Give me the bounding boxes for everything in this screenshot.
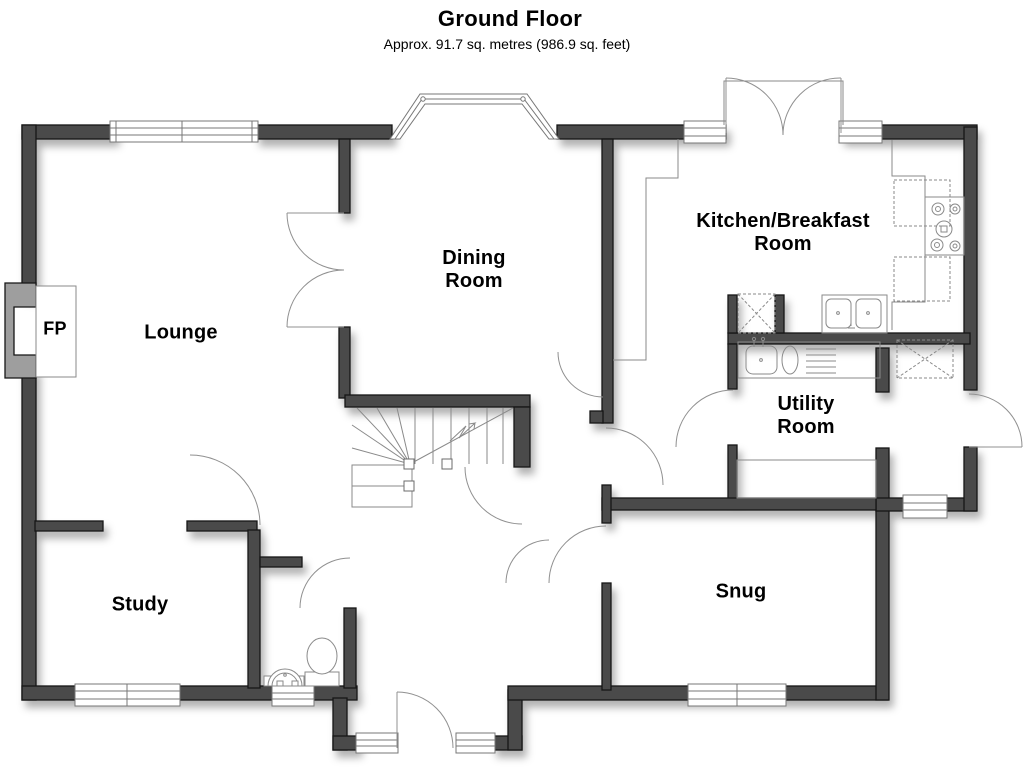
- appliance-outline-1: [893, 179, 951, 227]
- stairs-hall-door: [464, 466, 523, 525]
- door-recess-outline: [723, 80, 844, 125]
- wc-fixtures: [263, 637, 340, 687]
- bay-window: [389, 93, 560, 140]
- wc-door: [299, 557, 351, 609]
- utility-exterior-door: [968, 393, 1023, 448]
- lounge-window: [109, 120, 259, 143]
- front-door: [396, 691, 454, 749]
- snug-window: [687, 683, 787, 707]
- room-label-kitchen: Kitchen/Breakfast Room: [696, 209, 870, 255]
- snug-door: [505, 525, 607, 584]
- study-door: [189, 454, 261, 526]
- porch-window-left: [355, 732, 399, 754]
- appliance-x-2: [896, 339, 954, 379]
- fireplace-chimney: [4, 282, 77, 379]
- lounge-double-doors: [286, 212, 345, 328]
- thin-lines-layer: [613, 80, 877, 499]
- fireplace-label: FP: [43, 318, 67, 339]
- toilet-icon: [304, 637, 340, 687]
- study-window: [74, 683, 181, 707]
- room-label-utility: Utility Room: [777, 392, 835, 438]
- dining-hall-door: [557, 351, 604, 398]
- hall-lobby-door: [605, 427, 664, 486]
- stair-break-line: [449, 422, 477, 442]
- corridor-cupboard: [736, 459, 877, 499]
- kitchen-fixtures: [737, 140, 965, 334]
- doors-layer: [189, 77, 1023, 749]
- room-label-lounge: Lounge: [144, 321, 218, 344]
- staircase: [351, 407, 514, 508]
- room-label-dining: Dining Room: [442, 246, 506, 292]
- page-subtitle: Approx. 91.7 sq. metres (986.9 sq. feet): [383, 36, 631, 52]
- appliance-x-1: [737, 293, 776, 334]
- kitchen-step-line: [613, 139, 679, 361]
- utility-fixtures: [737, 336, 954, 379]
- corridor-window: [902, 494, 948, 519]
- windows-layer: [74, 93, 948, 754]
- utility-sink-icon: [737, 336, 881, 379]
- wc-window: [271, 685, 315, 707]
- room-label-snug: Snug: [715, 580, 767, 603]
- porch-window-right: [455, 732, 496, 754]
- kitchen-window-right: [838, 120, 883, 144]
- utility-door: [675, 389, 734, 448]
- worktop-edge: [891, 140, 926, 330]
- kitchen-window-left: [683, 120, 727, 144]
- page-title: Ground Floor: [437, 6, 583, 31]
- kitchen-sink-icon: [821, 294, 888, 334]
- basin-icon: [263, 668, 305, 687]
- room-label-study: Study: [111, 593, 169, 616]
- french-doors: [725, 77, 842, 136]
- appliance-outline-2: [893, 256, 951, 302]
